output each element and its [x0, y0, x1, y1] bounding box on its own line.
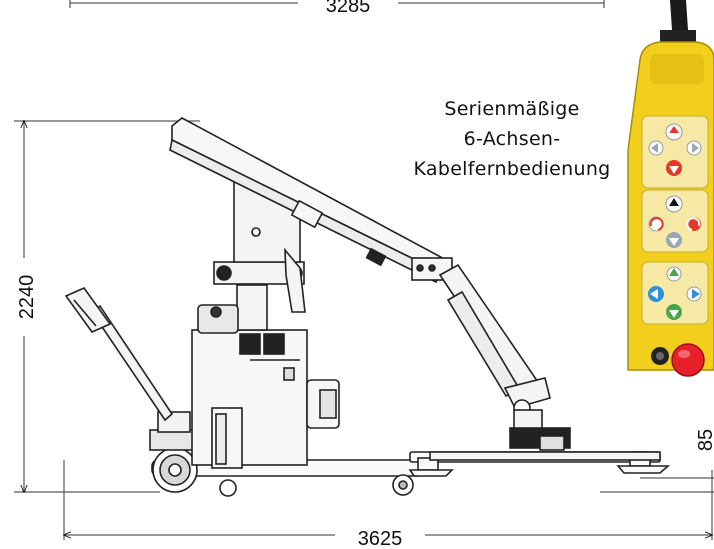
- arrow-up-icon: [669, 126, 679, 133]
- dimension-bottom: [64, 460, 712, 540]
- drive-wheel: [149, 411, 199, 493]
- arrow-right-icon: [692, 289, 700, 299]
- pendant-remote: [627, 0, 714, 377]
- button-group-middle: [641, 189, 709, 253]
- arrow-left-icon: [650, 289, 658, 299]
- caption-line-2: 6-Achsen-: [463, 128, 561, 150]
- dimension-top: [69, 0, 605, 8]
- arrow-down-icon: [669, 166, 679, 174]
- arrow-up-icon: [669, 268, 679, 276]
- button-group-top: [641, 115, 709, 189]
- arrow-down-icon: [669, 310, 679, 318]
- pendant-cable: [670, 0, 688, 30]
- rotate-right-icon: [686, 217, 701, 231]
- dimension-left: [14, 121, 200, 492]
- caption-line-3: Kabelfernbedienung: [413, 158, 611, 180]
- castor-wheel: [219, 474, 414, 497]
- vacuum-lifter: [429, 409, 661, 461]
- rotate-left-icon: [649, 217, 664, 231]
- machine-body: [191, 329, 340, 469]
- button-group-bottom: [641, 261, 709, 325]
- arrow-right-icon: [692, 143, 699, 153]
- caption-line-1: Serienmäßige: [444, 98, 580, 120]
- arrow-up-icon: [669, 198, 679, 206]
- tiller-handle: [64, 287, 174, 422]
- dimension-clearance: [600, 477, 714, 493]
- dimension-bottom-label: 3625: [358, 528, 403, 549]
- caption: Serienmäßige 6-Achsen- Kabelfernbedienun…: [392, 94, 632, 184]
- arrow-left-icon: [651, 143, 658, 153]
- arrow-down-icon: [669, 238, 679, 246]
- jib-arm: [438, 263, 551, 417]
- dimension-height-label: 2240: [16, 275, 38, 320]
- dimension-top-label: 3285: [326, 0, 371, 17]
- dimension-clearance-label: 85: [695, 429, 714, 451]
- emergency-stop-icon: [671, 343, 705, 377]
